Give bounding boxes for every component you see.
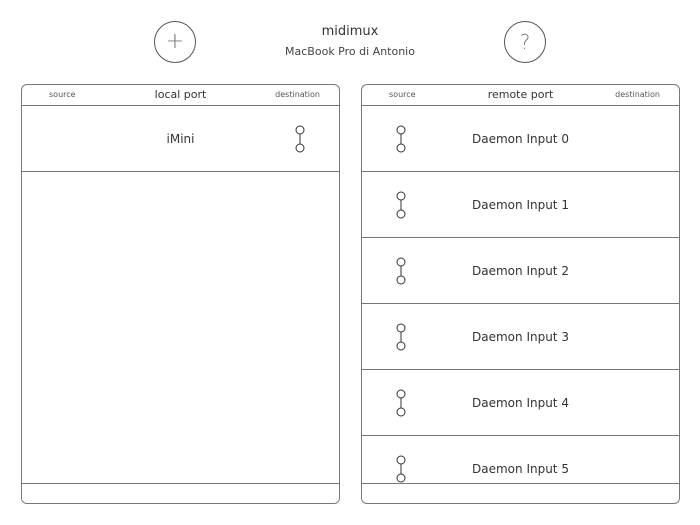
add-button[interactable]: +: [154, 21, 196, 63]
plus-icon: +: [165, 29, 185, 54]
question-icon: ?: [519, 30, 531, 54]
local-panel-header: source local port destination: [22, 85, 339, 106]
remote-port-name: Daemon Input 4: [472, 396, 569, 410]
remote-port-name: Daemon Input 0: [472, 132, 569, 146]
connector-icon[interactable]: [395, 455, 407, 483]
remote-port-row[interactable]: Daemon Input 3: [362, 304, 679, 370]
help-button[interactable]: ?: [504, 21, 546, 63]
local-port-list[interactable]: iMini: [22, 106, 339, 483]
remote-panel-header: source remote port destination: [362, 85, 679, 106]
connector-icon[interactable]: [395, 389, 407, 417]
local-port-panel: source local port destination iMini: [21, 84, 340, 504]
remote-source-column-label: source: [389, 90, 416, 99]
app-title: midimux: [321, 24, 379, 39]
remote-port-title: remote port: [487, 88, 554, 101]
connector-icon[interactable]: [395, 257, 407, 285]
host-name: MacBook Pro di Antonio: [285, 45, 415, 58]
remote-port-list[interactable]: Daemon Input 0 Daemon Input 1: [362, 106, 679, 483]
remote-port-name: Daemon Input 3: [472, 330, 569, 344]
connector-icon[interactable]: [395, 323, 407, 351]
remote-port-row[interactable]: Daemon Input 5: [362, 436, 679, 483]
connector-icon[interactable]: [395, 191, 407, 219]
local-panel-footer: [22, 483, 339, 503]
local-port-row[interactable]: iMini: [22, 106, 339, 172]
connector-icon[interactable]: [395, 125, 407, 153]
remote-port-name: Daemon Input 2: [472, 264, 569, 278]
local-port-title: local port: [154, 88, 207, 101]
remote-panel-footer: [362, 483, 679, 503]
local-port-name: iMini: [166, 132, 195, 146]
local-destination-column-label: destination: [275, 90, 320, 99]
remote-port-row[interactable]: Daemon Input 4: [362, 370, 679, 436]
remote-destination-column-label: destination: [615, 90, 660, 99]
connector-icon[interactable]: [294, 125, 306, 153]
remote-port-name: Daemon Input 5: [472, 462, 569, 476]
remote-port-row[interactable]: Daemon Input 0: [362, 106, 679, 172]
remote-port-panel: source remote port destination Daemon In…: [361, 84, 680, 504]
local-source-column-label: source: [49, 90, 76, 99]
remote-port-row[interactable]: Daemon Input 1: [362, 172, 679, 238]
remote-port-row[interactable]: Daemon Input 2: [362, 238, 679, 304]
remote-port-name: Daemon Input 1: [472, 198, 569, 212]
